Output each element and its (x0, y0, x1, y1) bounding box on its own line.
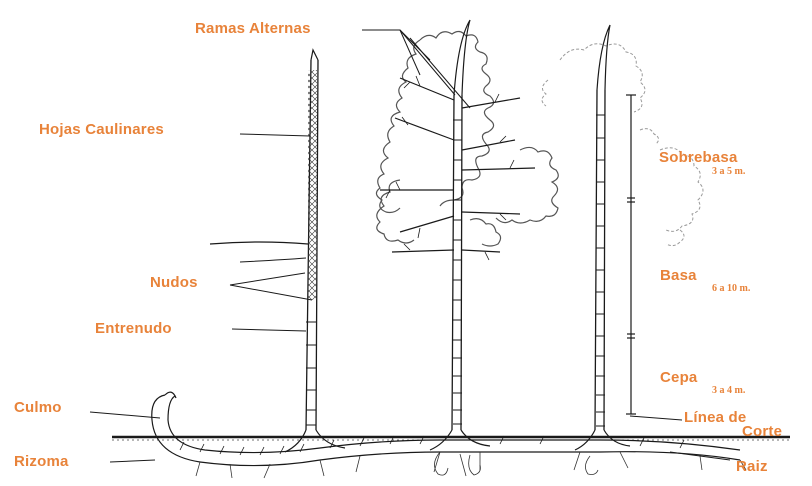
label-raiz: Raiz (736, 459, 768, 474)
right-culm (595, 25, 610, 430)
label-culmo: Culmo (14, 400, 62, 415)
label-cepa-range: 3 a 4 m. (712, 386, 745, 396)
middle-culm (380, 20, 535, 430)
left-culm (210, 50, 318, 430)
label-nudos: Nudos (150, 275, 198, 290)
label-basa-range: 6 a 10 m. (712, 284, 750, 294)
label-cepa: Cepa (660, 370, 697, 385)
foliage-right (542, 44, 703, 246)
label-entrenudo: Entrenudo (95, 321, 172, 336)
label-ramas-alternas: Ramas Alternas (195, 21, 311, 36)
rhizome (152, 392, 740, 465)
label-hojas-caulinares: Hojas Caulinares (39, 122, 164, 137)
label-sobrebasa-range: 3 a 5 m. (712, 167, 745, 177)
height-scale (626, 95, 636, 414)
label-rizoma: Rizoma (14, 454, 69, 469)
label-corte: Corte (742, 424, 782, 439)
label-linea-de: Línea de (684, 410, 746, 425)
label-sobrebasa: Sobrebasa (659, 150, 738, 165)
label-basa: Basa (660, 268, 697, 283)
foliage-middle (376, 31, 558, 246)
